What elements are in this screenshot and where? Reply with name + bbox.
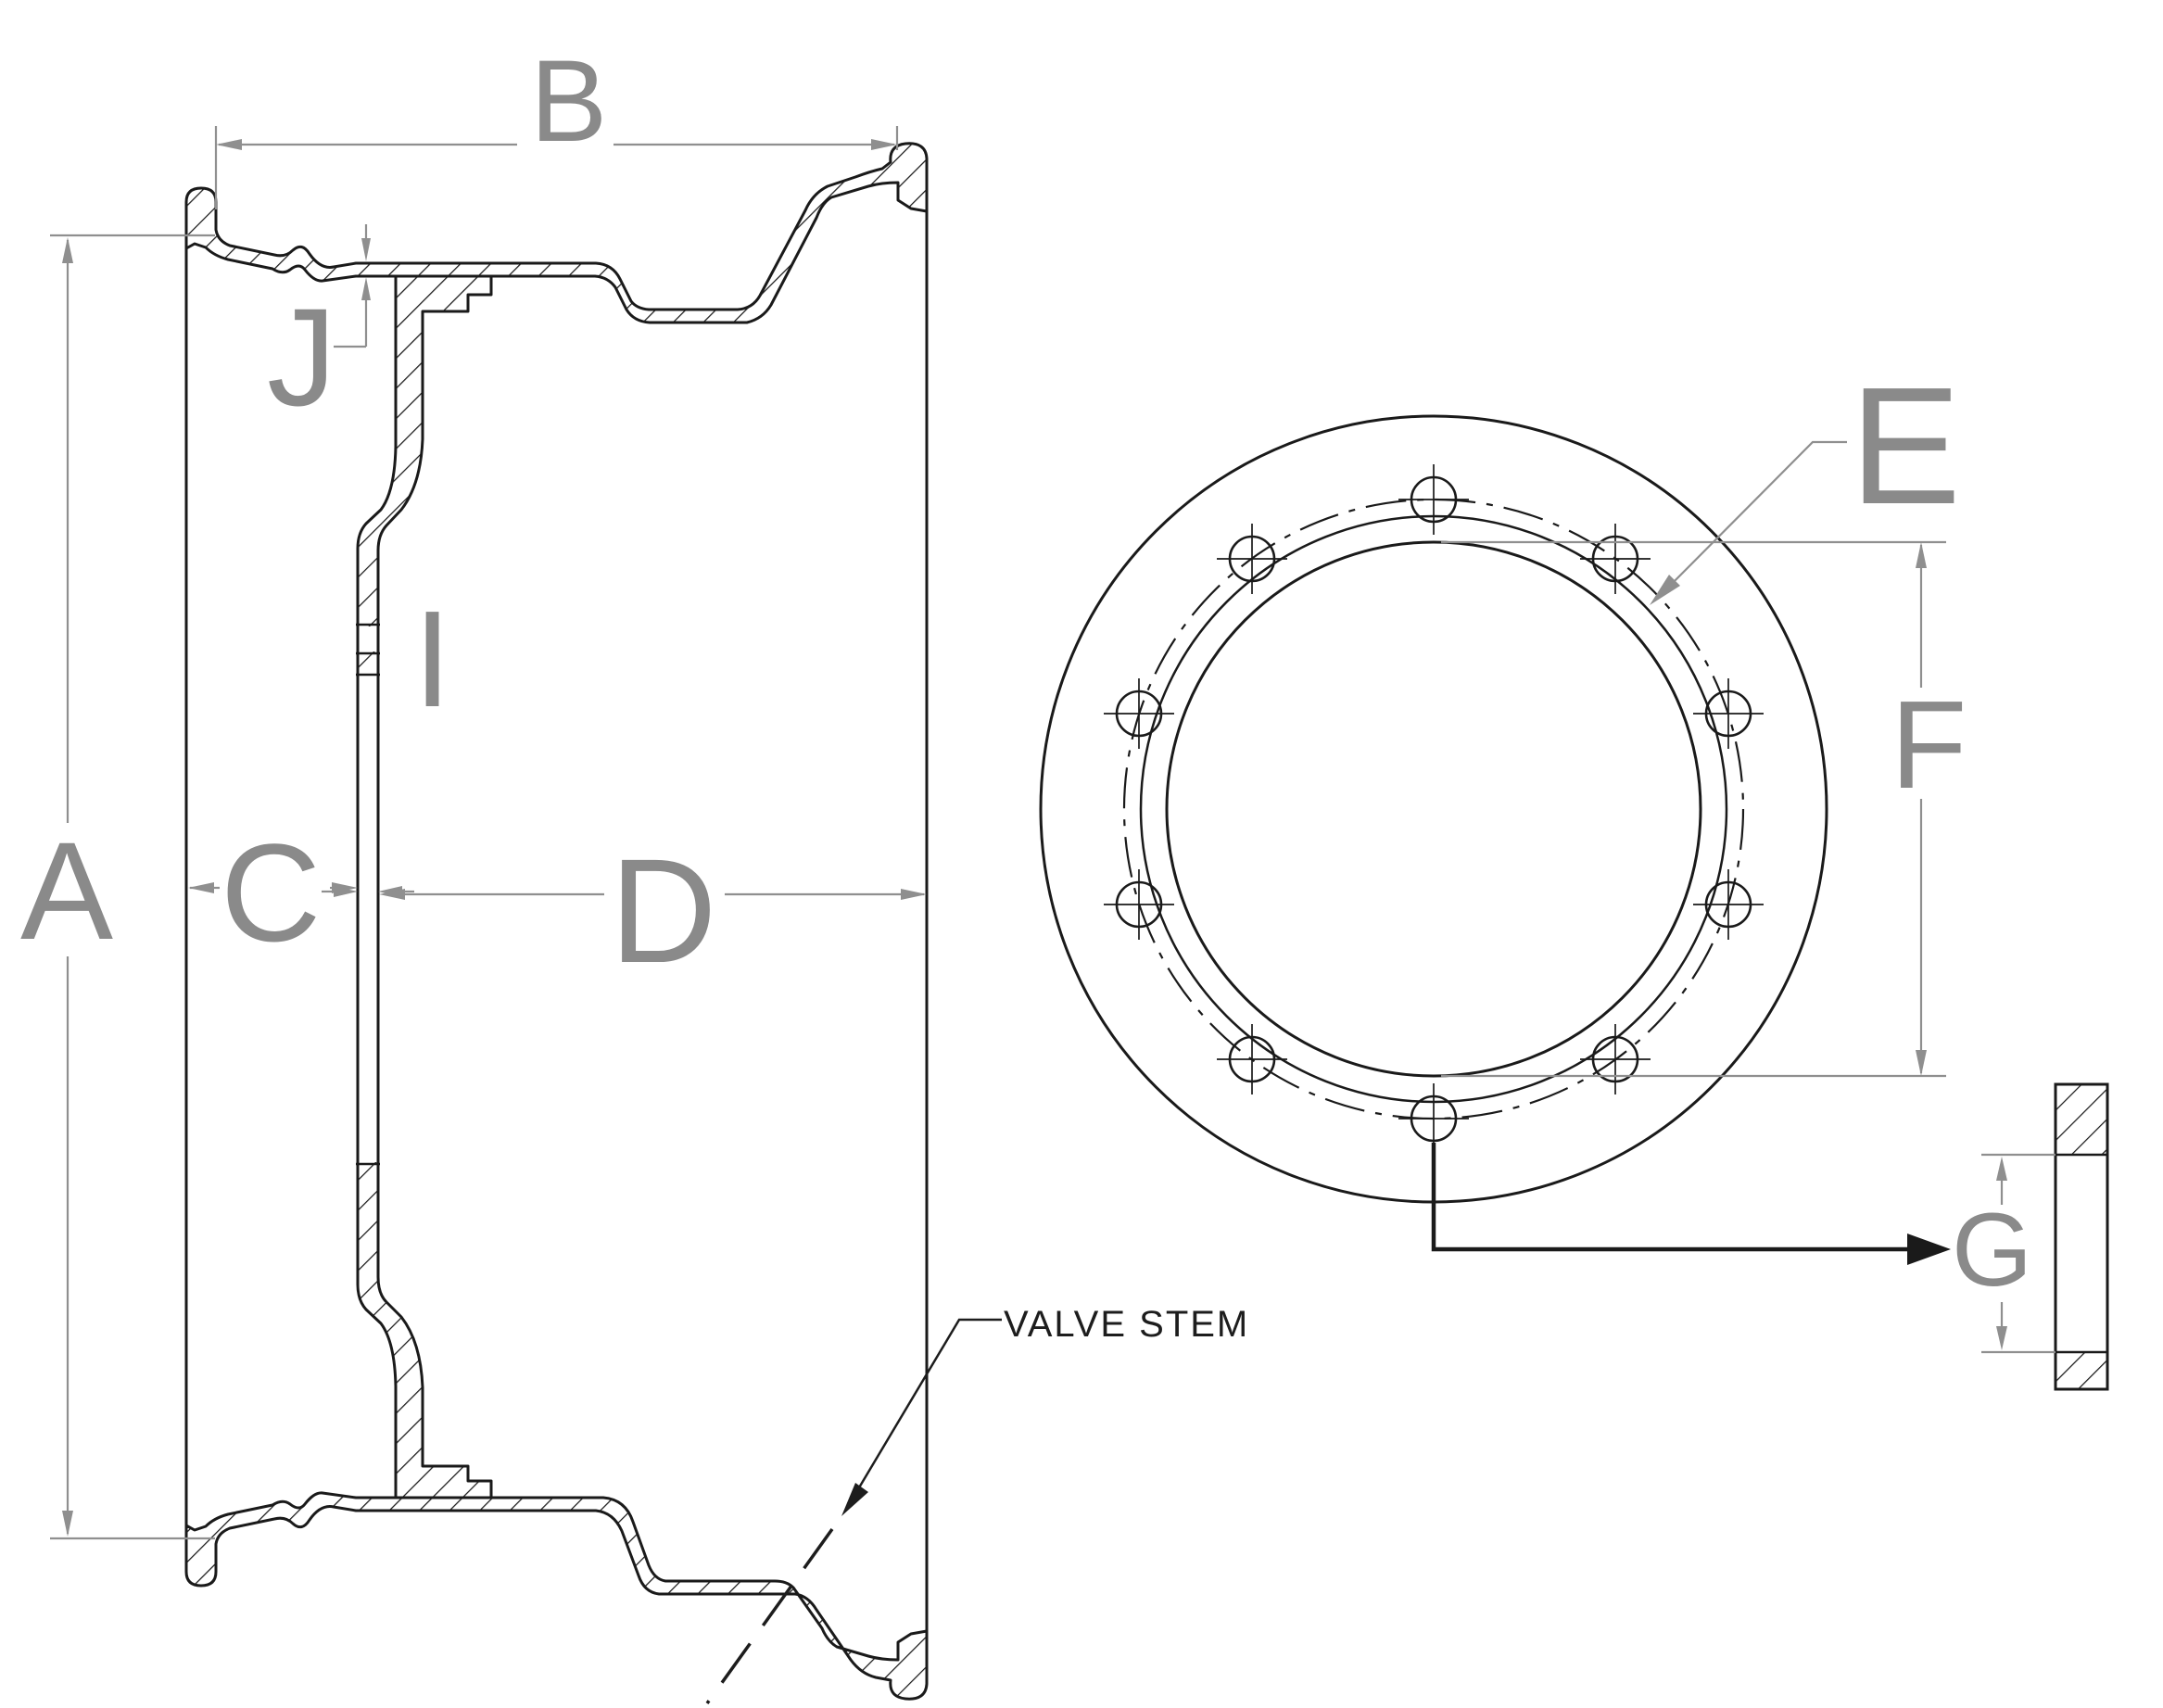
dim-b-arrow-right-icon — [871, 139, 897, 150]
bolt-hole — [1217, 524, 1287, 594]
bolt-hole — [1217, 1024, 1287, 1094]
dimension-d — [379, 889, 927, 900]
valve-stem-arrow-icon — [841, 1483, 868, 1516]
dimension-label-e: E — [1850, 353, 1961, 539]
bolt-hole — [1580, 1024, 1651, 1094]
inner-bore-circle — [1165, 540, 1702, 1078]
dim-g-arrow-up-icon — [1996, 1157, 2007, 1181]
dimension-b — [214, 126, 899, 209]
dimension-e — [1650, 440, 1847, 605]
dim-j-arrow-down-icon — [361, 238, 371, 261]
dim-a-arrow-up-icon — [62, 237, 73, 263]
valve-stem-axis-centerline — [705, 1527, 834, 1705]
dim-a-arrow-down-icon — [62, 1511, 73, 1537]
dimension-c — [188, 882, 358, 893]
dimension-j — [334, 224, 371, 348]
bolt-hole — [1104, 869, 1174, 940]
hub-face-circle — [1139, 514, 1728, 1104]
dim-d-arrow-right-icon — [901, 889, 927, 900]
dimension-label-f: F — [1891, 675, 1967, 815]
g-section-hatch-bottom — [2055, 1352, 2107, 1389]
g-detail-view: G — [1431, 1082, 2109, 1391]
dimension-label-d: D — [610, 828, 717, 993]
bolt-circle-centerline — [1122, 498, 1745, 1120]
bolt-hole — [1693, 869, 1764, 940]
dimension-label-g: G — [1952, 1192, 2032, 1308]
dimension-label-b: B — [530, 37, 607, 166]
dim-i-arrow-right-icon — [334, 886, 358, 897]
bolt-hole — [1104, 678, 1174, 749]
bolt-hole — [1398, 464, 1469, 535]
dim-e-arrow-icon — [1650, 575, 1680, 605]
disc-outline — [356, 274, 493, 1499]
dim-g-arrow-down-icon — [1996, 1326, 2007, 1350]
bolt-holes — [1104, 464, 1764, 1154]
g-leader-line — [1431, 1143, 1911, 1252]
g-leader-arrow-icon — [1907, 1234, 1951, 1265]
valve-stem-label: VALVE STEM — [1004, 1304, 1249, 1345]
dim-j-arrow-up-icon — [361, 277, 371, 300]
dimension-label-j: J — [267, 279, 336, 435]
dim-f-arrow-up-icon — [1916, 542, 1927, 568]
valve-stem-callout: VALVE STEM — [705, 1304, 1249, 1705]
rim-bottom-wall — [184, 1491, 929, 1701]
g-section-hatch-top — [2055, 1084, 2107, 1155]
dim-d-arrow-left-icon — [379, 889, 405, 900]
rim-top-wall — [184, 142, 929, 324]
dimension-label-i: I — [413, 583, 451, 736]
dim-b-arrow-left-icon — [216, 139, 242, 150]
front-view — [1039, 414, 1828, 1204]
g-section-outline — [2054, 1082, 2109, 1391]
dimension-label-a: A — [20, 813, 113, 968]
rim-center-disc — [353, 274, 493, 1499]
dimension-a — [50, 234, 215, 1540]
section-view — [184, 142, 929, 1701]
dimension-label-c: C — [221, 815, 321, 970]
bolt-hole — [1398, 1083, 1469, 1154]
dimension-g — [1981, 1153, 2055, 1354]
valve-stem-leader — [848, 1318, 1002, 1504]
dim-f-arrow-down-icon — [1916, 1050, 1927, 1076]
dimension-f — [1441, 540, 1946, 1078]
bolt-hole — [1693, 678, 1764, 749]
dim-e-leader — [1654, 440, 1847, 601]
dim-c-arrow-left-icon — [188, 882, 214, 893]
bolt-hole — [1580, 524, 1651, 594]
